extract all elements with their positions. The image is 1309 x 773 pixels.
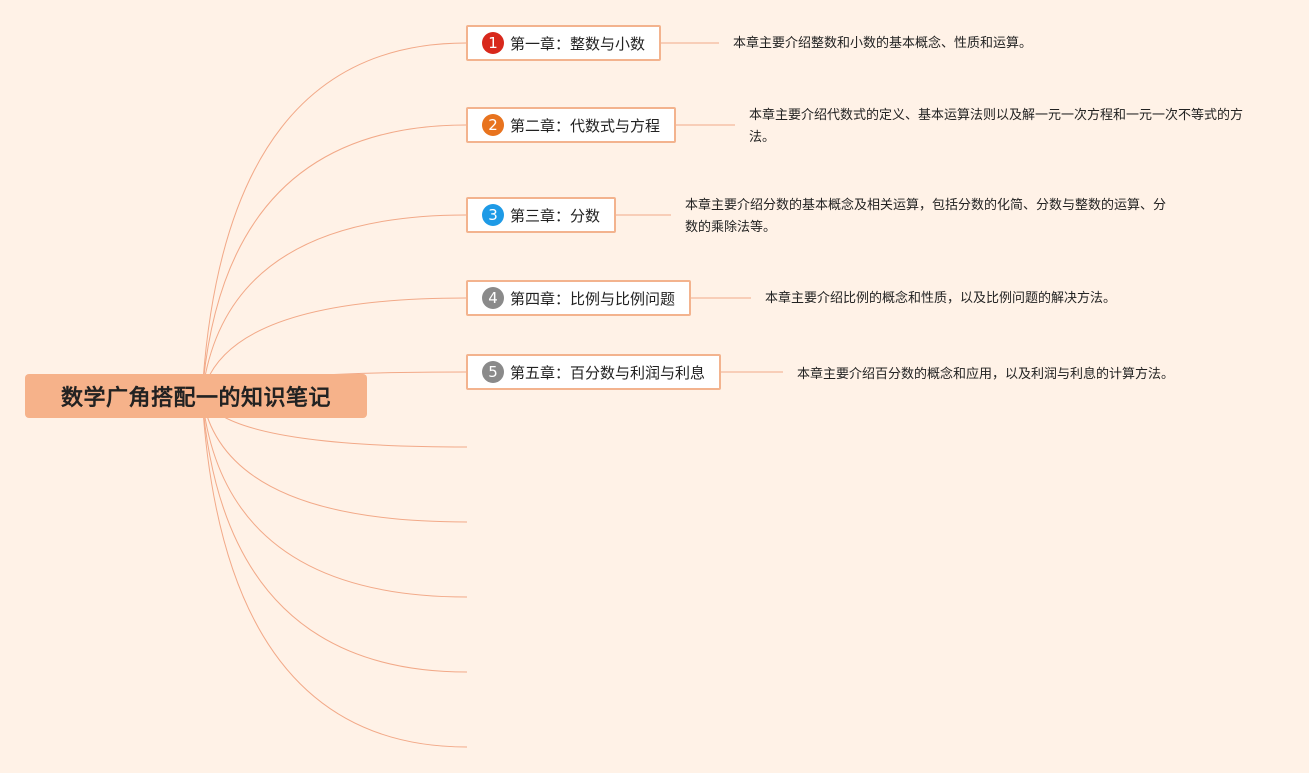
branch-topic-chapter-4[interactable]: 4 第四章：比例与比例问题 <box>466 280 692 316</box>
branch-title: 第四章：比例与比例问题 <box>510 289 676 308</box>
connector-empty-5 <box>201 395 468 748</box>
number-badge-2-icon: 2 <box>482 114 504 136</box>
branch-description-chapter-4[interactable]: 本章主要介绍比例的概念和性质，以及比例问题的解决方法。 <box>765 291 1117 306</box>
connector-branch-2 <box>201 124 467 397</box>
root-topic[interactable]: 数学广角搭配一的知识笔记 <box>25 374 367 418</box>
connector-branch-4 <box>201 297 467 397</box>
connector-empty-4 <box>201 395 468 673</box>
branch-description-chapter-5[interactable]: 本章主要介绍百分数的概念和应用，以及利润与利息的计算方法。 <box>797 367 1175 382</box>
number-badge-5-icon: 5 <box>482 361 504 383</box>
branch-topic-chapter-2[interactable]: 2 第二章：代数式与方程 <box>466 107 677 143</box>
number-badge-4-icon: 4 <box>482 287 504 309</box>
branch-title: 第五章：百分数与利润与利息 <box>510 363 706 382</box>
connector-empty-2 <box>201 395 468 523</box>
branch-topic-chapter-1[interactable]: 1 第一章：整数与小数 <box>466 25 662 61</box>
branch-description-chapter-1[interactable]: 本章主要介绍整数和小数的基本概念、性质和运算。 <box>733 36 1033 51</box>
branch-topic-chapter-3[interactable]: 3 第三章：分数 <box>466 197 617 233</box>
branch-title: 第一章：整数与小数 <box>510 34 646 53</box>
branch-title: 第二章：代数式与方程 <box>510 116 661 135</box>
branch-title: 第三章：分数 <box>510 206 601 225</box>
branch-topic-chapter-5[interactable]: 5 第五章：百分数与利润与利息 <box>466 354 722 390</box>
root-topic-label: 数学广角搭配一的知识笔记 <box>60 386 331 411</box>
connector-branch-3 <box>201 214 467 397</box>
branch-description-chapter-3[interactable]: 本章主要介绍分数的基本概念及相关运算，包括分数的化简、分数与整数的运算、分数的乘… <box>685 198 1167 235</box>
number-badge-1-icon: 1 <box>482 32 504 54</box>
branch-description-chapter-2[interactable]: 本章主要介绍代数式的定义、基本运算法则以及解一元一次方程和一元一次不等式的方法。 <box>749 108 1244 145</box>
number-badge-3-icon: 3 <box>482 204 504 226</box>
connector-empty-3 <box>201 395 468 598</box>
connector-branch-1 <box>201 42 467 397</box>
